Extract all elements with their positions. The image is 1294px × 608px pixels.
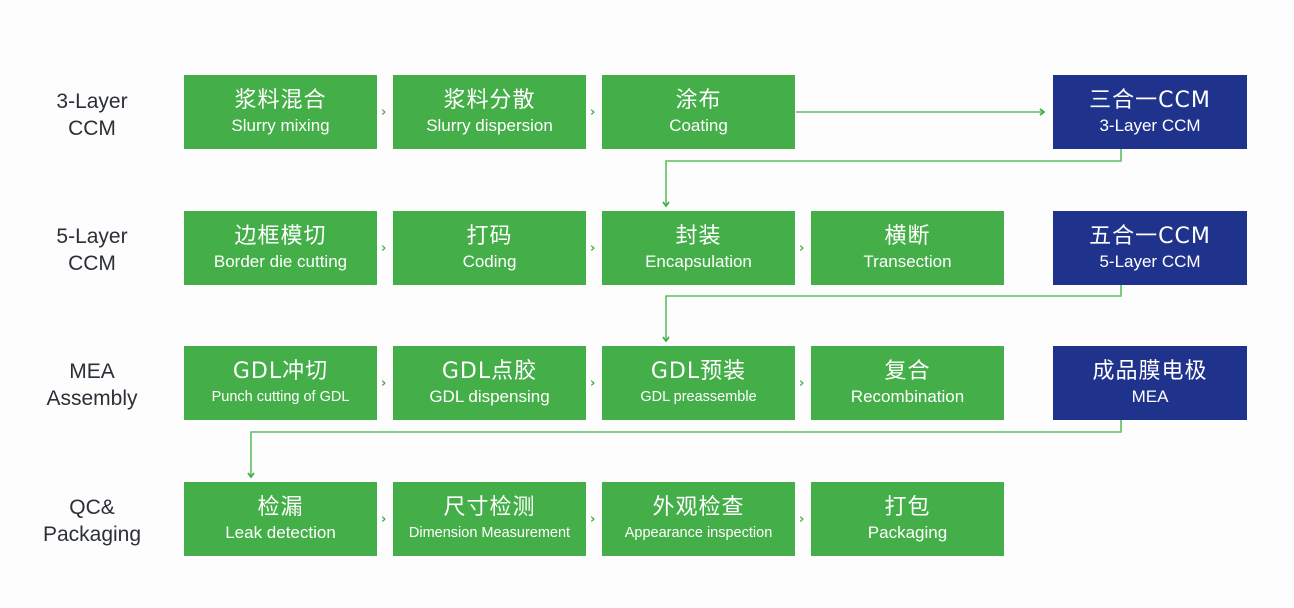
row-label-qc-packaging: QC& Packaging [0,494,184,548]
step-title-en: Packaging [867,523,948,542]
step-title-en: Punch cutting of GDL [211,389,350,405]
step-dimension-measurement: 尺寸检测 Dimension Measurement [393,482,586,556]
chevron-right-icon: › [590,376,596,391]
step-title-zh: 封装 [675,224,722,249]
step-title-en: Appearance inspection [624,525,773,541]
step-title-zh: 涂布 [675,88,722,113]
output-3layer-ccm: 三合一CCM 3-Layer CCM [1053,75,1247,149]
row-label-mea-assembly: MEA Assembly [0,358,184,412]
step-title-en: Coating [669,116,728,135]
chevron-right-icon: › [590,105,596,120]
step-title-en: Slurry dispersion [426,116,553,135]
step-slurry-mixing: 浆料混合 Slurry mixing [184,75,377,149]
step-title-en: Encapsulation [645,252,752,271]
step-appearance-inspection: 外观检查 Appearance inspection [602,482,795,556]
step-coding: 打码 Coding [393,211,586,285]
step-title-zh: GDL预装 [650,359,747,384]
step-border-die-cutting: 边框模切 Border die cutting [184,211,377,285]
step-title-en: Leak detection [225,523,336,542]
chevron-right-icon: › [799,376,805,391]
row-label-line: Assembly [46,387,138,410]
chevron-right-icon: › [381,241,387,256]
row-label-line: 3-Layer [56,90,128,113]
step-title-zh: 打码 [466,224,513,249]
step-title-en: Dimension Measurement [408,525,571,541]
chevron-right-icon: › [381,376,387,391]
chevron-right-icon: › [590,512,596,527]
step-packaging: 打包 Packaging [811,482,1004,556]
step-title-zh: GDL冲切 [232,359,329,384]
step-title-zh: 尺寸检测 [443,495,536,520]
chevron-right-icon: › [381,105,387,120]
row-label-5layer-ccm: 5-Layer CCM [0,223,184,277]
arrow-5layer-ccm-to-gdl-preassemble [662,285,1122,343]
step-title-en: Coding [462,252,517,271]
step-coating: 涂布 Coating [602,75,795,149]
row-label-line: MEA [69,360,115,383]
step-title-zh: 检漏 [257,495,304,520]
step-title-en: GDL dispensing [429,387,550,406]
step-title-zh: GDL点胶 [441,359,538,384]
arrow-mea-to-leak-detection [247,420,1122,479]
row-label-3layer-ccm: 3-Layer CCM [0,88,184,142]
step-gdl-preassemble: GDL预装 GDL preassemble [602,346,795,420]
step-encapsulation: 封装 Encapsulation [602,211,795,285]
chevron-right-icon: › [799,512,805,527]
step-transection: 横断 Transection [811,211,1004,285]
row-label-line: Packaging [42,523,142,546]
step-title-zh: 浆料分散 [443,88,536,113]
step-title-zh: 边框模切 [234,224,327,249]
step-leak-detection: 检漏 Leak detection [184,482,377,556]
output-mea: 成品膜电极 MEA [1053,346,1247,420]
chevron-right-icon: › [799,241,805,256]
step-title-zh: 横断 [884,224,931,249]
chevron-right-icon: › [590,241,596,256]
step-title-en: Border die cutting [213,252,348,271]
step-punch-cutting-gdl: GDL冲切 Punch cutting of GDL [184,346,377,420]
output-title-en: 5-Layer CCM [1099,252,1201,271]
output-5layer-ccm: 五合一CCM 5-Layer CCM [1053,211,1247,285]
step-title-en: Recombination [850,387,965,406]
step-title-en: Slurry mixing [231,116,330,135]
chevron-right-icon: › [381,512,387,527]
step-gdl-dispensing: GDL点胶 GDL dispensing [393,346,586,420]
step-title-zh: 浆料混合 [234,88,327,113]
output-title-en: 3-Layer CCM [1099,116,1201,135]
row-label-line: CCM [68,117,116,140]
step-title-zh: 打包 [884,495,931,520]
step-title-zh: 外观检查 [652,495,745,520]
step-title-zh: 复合 [884,359,931,384]
step-slurry-dispersion: 浆料分散 Slurry dispersion [393,75,586,149]
row-label-line: QC& [69,496,115,519]
step-recombination: 复合 Recombination [811,346,1004,420]
output-title-zh: 成品膜电极 [1092,359,1208,384]
row-label-line: 5-Layer [56,225,128,248]
output-title-en: MEA [1131,387,1169,406]
row-label-line: CCM [68,252,116,275]
arrow-3layer-ccm-to-encapsulation [662,149,1122,208]
output-title-zh: 五合一CCM [1089,224,1211,249]
output-title-zh: 三合一CCM [1089,88,1211,113]
step-title-en: GDL preassemble [640,389,757,405]
step-title-en: Transection [863,252,952,271]
